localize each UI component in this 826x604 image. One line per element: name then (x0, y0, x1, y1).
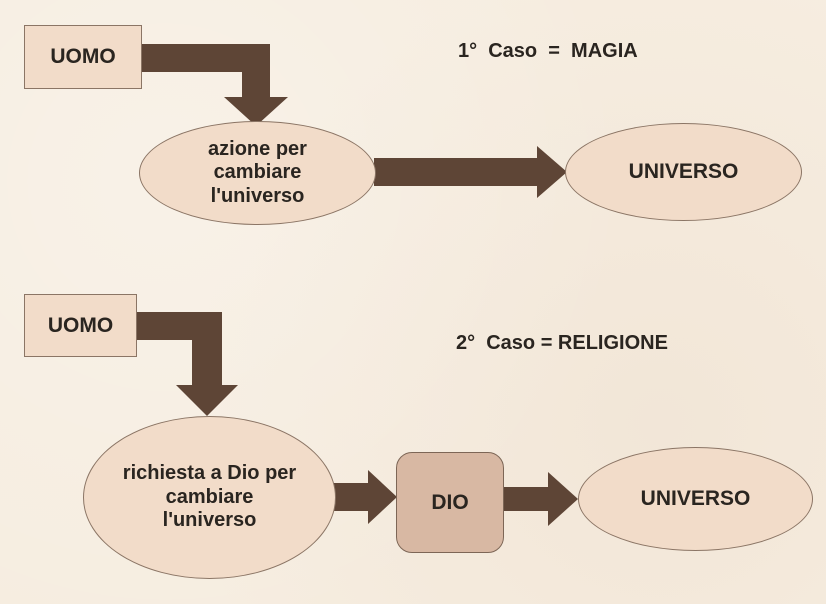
uomo-label-1: UOMO (50, 45, 116, 68)
azione-line-3: l'universo (210, 184, 305, 207)
universo-ellipse-1: UNIVERSO (565, 123, 802, 221)
uomo-box-1: UOMO (24, 25, 142, 89)
universo-label-2: UNIVERSO (640, 486, 751, 510)
universo-ellipse-2: UNIVERSO (578, 447, 813, 551)
case2-caption: 2° Caso = RELIGIONE (456, 332, 668, 354)
dio-box: DIO (396, 452, 504, 553)
uomo-label-2: UOMO (47, 313, 114, 337)
richiesta-line-1: richiesta a Dio per (122, 462, 297, 485)
uomo-box-2: UOMO (24, 294, 137, 357)
arrow-richiesta-to-dio-2 (333, 470, 397, 524)
azione-line-2: cambiare (213, 161, 302, 184)
richiesta-text-2: richiesta a Dio per cambiare l'universo (123, 462, 296, 533)
dio-label: DIO (431, 490, 469, 514)
universo-label-1: UNIVERSO (628, 159, 739, 183)
arrow-uomo-to-richiesta-2 (136, 312, 238, 416)
richiesta-line-2: cambiare (165, 485, 254, 508)
richiesta-line-3: l'universo (162, 509, 257, 532)
azione-ellipse-1: azione per cambiare l'universo (139, 121, 376, 225)
richiesta-ellipse-2: richiesta a Dio per cambiare l'universo (83, 416, 336, 579)
azione-text-1: azione per cambiare l'universo (208, 138, 307, 209)
arrow-uomo-to-azione-1 (140, 44, 288, 126)
azione-line-1: azione per (208, 137, 307, 160)
case1-caption: 1° Caso = MAGIA (458, 40, 638, 62)
arrow-dio-to-universo-2 (504, 472, 578, 526)
arrow-azione-to-universo-1 (374, 146, 567, 198)
